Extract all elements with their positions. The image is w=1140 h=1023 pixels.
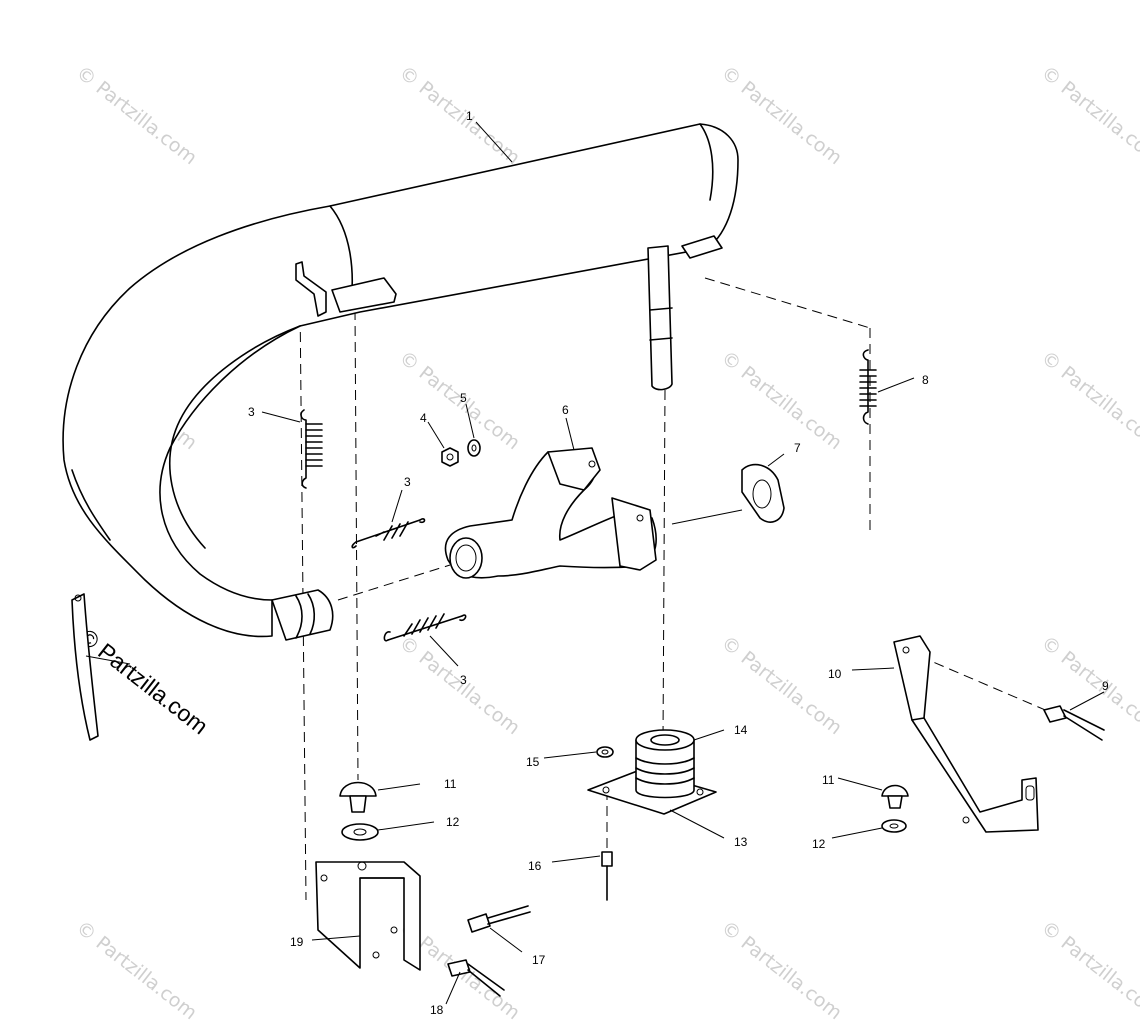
- callout-7: 7: [794, 441, 801, 455]
- bumper-right: [881, 784, 909, 809]
- callout-3: 3: [460, 673, 467, 687]
- callout-1: 1: [466, 109, 473, 123]
- callout-labels: 1 3 3 3 4 5 6 7 8 9 10 11 11 12 12 13 14…: [248, 109, 1109, 1017]
- bolt-17: [467, 905, 531, 933]
- strap: [71, 593, 99, 741]
- watermark: © Partzilla.com: [72, 917, 201, 1023]
- small-washer: [596, 746, 614, 758]
- callout-17: 17: [532, 953, 546, 967]
- gasket: [741, 463, 785, 523]
- callout-12: 12: [812, 837, 826, 851]
- callout-14: 14: [734, 723, 748, 737]
- callout-10: 10: [828, 667, 842, 681]
- callout-8: 8: [922, 373, 929, 387]
- assembly-lines: [299, 277, 1051, 901]
- y-pipe: [444, 447, 657, 579]
- callout-13: 13: [734, 835, 748, 849]
- pin: [601, 851, 613, 901]
- springs: [300, 349, 877, 642]
- watermark: © Partzilla.com: [72, 62, 201, 170]
- bolt-9: [1043, 705, 1105, 741]
- muffler: [62, 123, 739, 641]
- callout-15: 15: [526, 755, 540, 769]
- bracket-left: [315, 861, 421, 971]
- callout-11: 11: [822, 773, 835, 787]
- callout-3: 3: [404, 475, 411, 489]
- callout-19: 19: [290, 935, 304, 949]
- watermark: © Partzilla.com: [717, 917, 846, 1023]
- bolt-18: [447, 959, 505, 997]
- washer: [467, 439, 481, 457]
- callout-3: 3: [248, 405, 255, 419]
- watermark: © Partzilla.com: [1037, 347, 1140, 455]
- callout-4: 4: [420, 411, 427, 425]
- callout-16: 16: [528, 859, 542, 873]
- washer-right: [881, 819, 907, 833]
- watermark: © Partzilla.com: [1037, 917, 1140, 1023]
- watermark: © Partzilla.com: [395, 62, 524, 170]
- bumper-left: [339, 781, 377, 813]
- callout-6: 6: [562, 403, 569, 417]
- callout-12: 12: [446, 815, 460, 829]
- callout-18: 18: [430, 1003, 444, 1017]
- watermark: © Partzilla.com: [1037, 62, 1140, 170]
- watermark: © Partzilla.com: [717, 347, 846, 455]
- rubber-mount: [587, 729, 717, 815]
- washer-left: [341, 823, 379, 841]
- callout-9: 9: [1102, 679, 1109, 693]
- leader-lines: [85, 121, 1105, 1005]
- callout-11: 11: [444, 777, 457, 791]
- bracket-right: [893, 635, 1039, 833]
- callout-5: 5: [460, 391, 467, 405]
- nut: [441, 447, 459, 467]
